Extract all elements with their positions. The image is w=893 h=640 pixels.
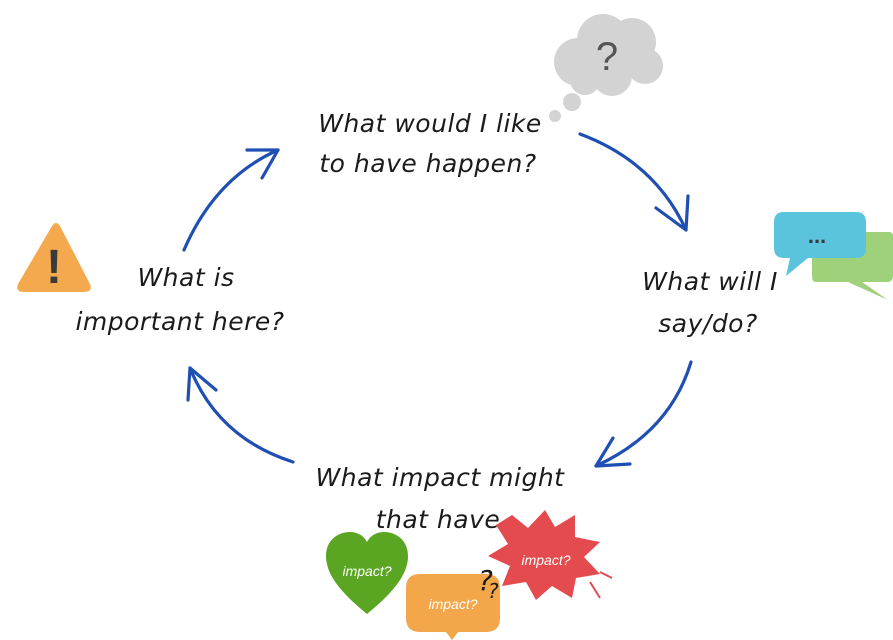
- arrow-left-to-top: [182, 148, 280, 252]
- green-impact-label: impact?: [342, 563, 391, 579]
- ellipsis-icon: ...: [808, 223, 826, 248]
- node-left: What is important here?: [75, 263, 284, 336]
- arrow-top-to-right: [578, 132, 688, 232]
- question-mark-icon: ?: [596, 35, 618, 79]
- arrowhead-left-to-top: [245, 148, 280, 180]
- thought-cloud-icon: ?: [549, 14, 663, 122]
- node-top-line1: What would I like: [318, 109, 542, 138]
- exclamation-icon: !: [46, 241, 62, 294]
- node-bottom-line1: What impact might: [316, 463, 566, 492]
- cycle-arrows: [182, 132, 693, 468]
- red-impact-label: impact?: [521, 552, 570, 568]
- impact-bubbles: impact? impact? impact? ? ?: [326, 510, 613, 640]
- question-mark-icon: ?: [478, 564, 493, 597]
- node-left-line1: What is: [137, 263, 234, 292]
- green-impact-heart-icon: impact?: [326, 532, 408, 614]
- red-impact-burst-icon: impact?: [488, 510, 613, 600]
- arrowhead-bottom-to-left: [186, 366, 218, 402]
- orange-impact-bubble-icon: impact?: [406, 574, 500, 640]
- warning-icon: !: [17, 223, 91, 294]
- arrow-right-to-bottom: [594, 360, 693, 468]
- arrow-bottom-to-left: [188, 366, 295, 464]
- node-left-line2: important here?: [75, 307, 284, 336]
- node-top: What would I like to have happen?: [318, 109, 542, 178]
- node-bottom: What impact might that have: [316, 463, 566, 534]
- question-mark-icon: ?: [488, 579, 499, 603]
- arrowhead-right-to-bottom: [594, 436, 632, 468]
- node-bottom-line2: that have: [376, 505, 501, 534]
- node-right-line1: What will I: [642, 267, 778, 296]
- speech-bubbles-icon: ...: [774, 212, 893, 300]
- node-top-line2: to have happen?: [319, 149, 536, 178]
- node-right-line2: say/do?: [658, 309, 758, 338]
- orange-impact-label: impact?: [428, 596, 477, 612]
- arrowhead-top-to-right: [654, 194, 690, 232]
- node-right: What will I say/do?: [642, 267, 778, 338]
